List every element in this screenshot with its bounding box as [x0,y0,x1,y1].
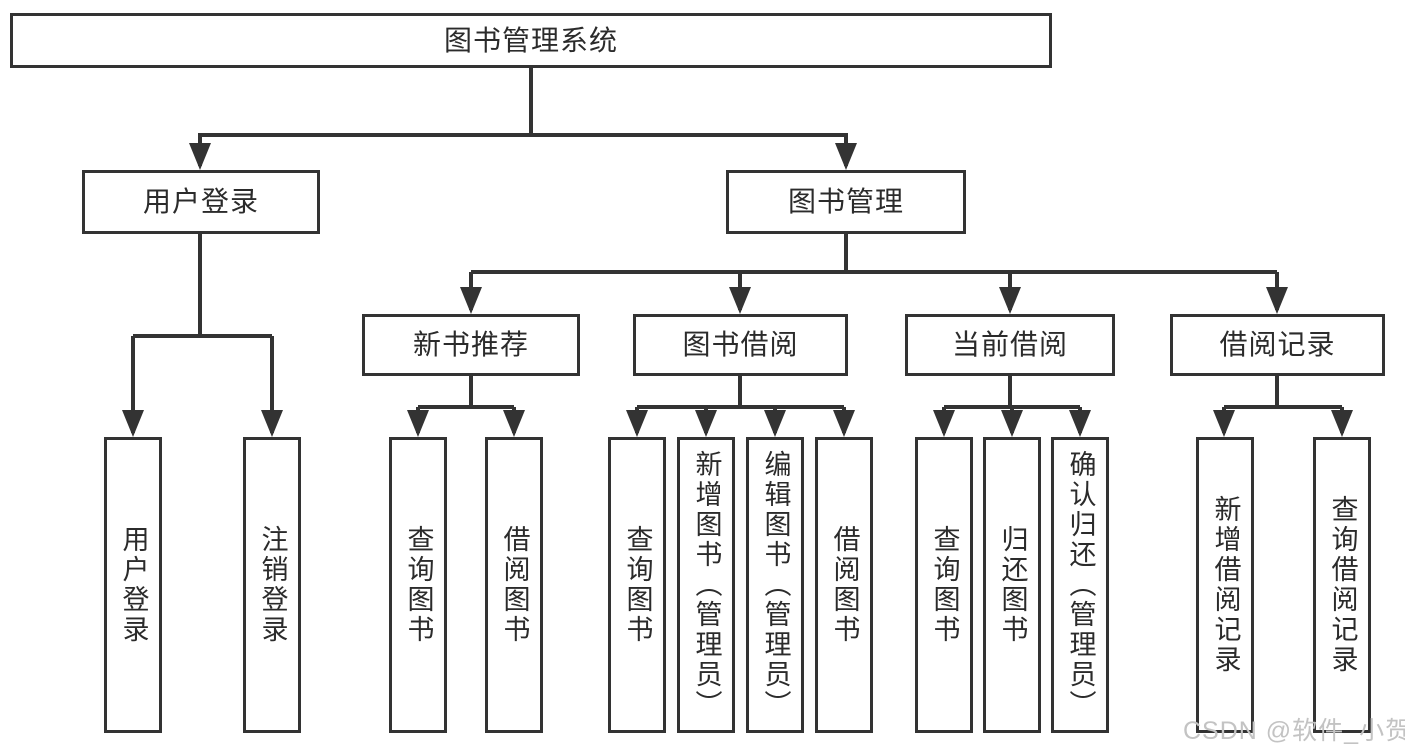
arrowhead [626,410,648,437]
leaf-logout: 注销登录 [243,437,301,733]
arrowhead [189,143,211,170]
arrowhead [261,410,283,437]
arrowhead [460,287,482,314]
connector-borrow-record-to-leaves [1222,374,1344,433]
arrowhead [503,410,525,437]
node-user-login: 用户登录 [82,170,320,234]
connector-new-book-to-leaves [416,374,516,433]
leaf-query-borrow-record: 查询借阅记录 [1313,437,1371,733]
leaf-return-book: 归还图书 [983,437,1041,733]
connector-root-to-level2 [198,66,848,166]
node-borrowing-records: 借阅记录 [1170,314,1385,376]
arrowhead [1069,410,1091,437]
node-new-book-recommendation: 新书推荐 [362,314,580,376]
connector-current-borrow-to-leaves [942,374,1082,433]
arrowhead [1266,287,1288,314]
leaf-confirm-return-admin: 确认归还（管理员） [1051,437,1109,733]
leaf-add-book-admin: 新增图书（管理员） [677,437,735,733]
arrowhead [1331,410,1353,437]
arrowhead [999,287,1021,314]
arrowhead [833,410,855,437]
leaf-borrow-books-borrowing: 借阅图书 [815,437,873,733]
connector-book-borrow-to-leaves [635,374,846,433]
arrowhead [407,410,429,437]
connector-user-login-to-leaves [131,231,274,433]
leaf-query-books-recommend: 查询图书 [389,437,447,733]
node-library-management-system: 图书管理系统 [10,13,1052,68]
arrowhead [122,410,144,437]
leaf-query-books-borrowing: 查询图书 [608,437,666,733]
csdn-watermark: CSDN @软件_小贺同学 [1183,717,1405,745]
arrowhead [1213,410,1235,437]
arrowhead [729,287,751,314]
leaf-add-borrow-record: 新增借阅记录 [1196,437,1254,733]
connector-book-mgmt-to-level3 [469,231,1279,310]
leaf-user-login: 用户登录 [104,437,162,733]
connector-lines [131,66,1344,433]
arrowhead [835,143,857,170]
node-current-borrowing: 当前借阅 [905,314,1115,376]
arrowhead [695,410,717,437]
leaf-query-books-current: 查询图书 [915,437,973,733]
arrowhead [764,410,786,437]
node-book-borrowing: 图书借阅 [633,314,848,376]
arrowhead [933,410,955,437]
leaf-borrow-books-recommend: 借阅图书 [485,437,543,733]
node-book-management: 图书管理 [726,170,966,234]
arrowhead [1001,410,1023,437]
leaf-edit-book-admin: 编辑图书（管理员） [746,437,804,733]
